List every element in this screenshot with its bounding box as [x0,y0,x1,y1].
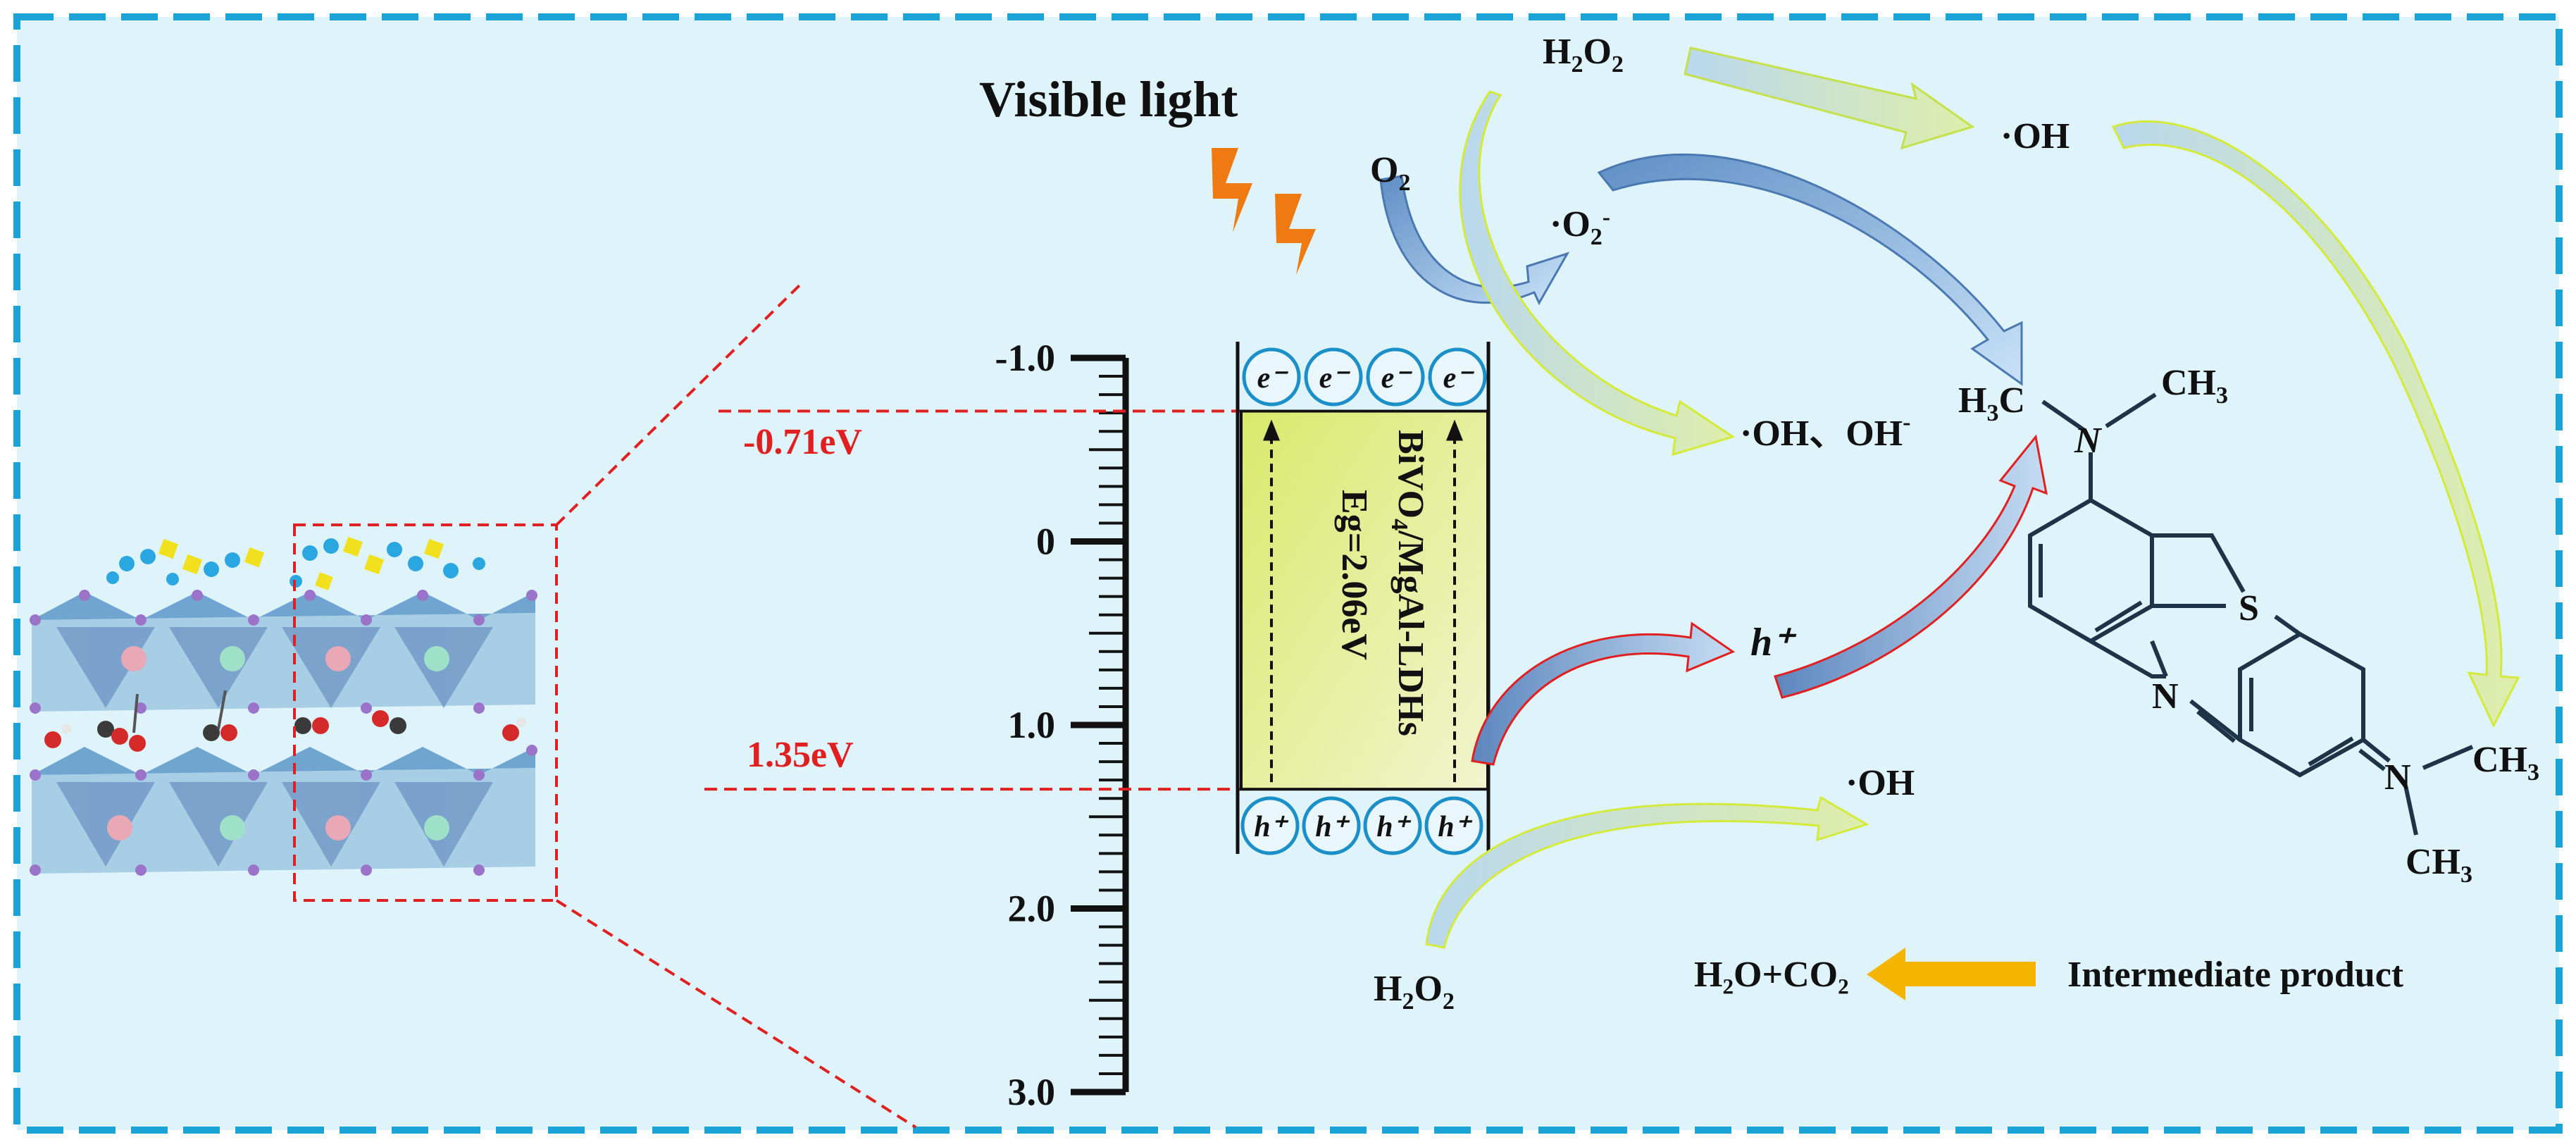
species-labels: H2O2 O2 ·O2- ·OH ·OH、OH- h⁺ ·OH H2O2 [1370,32,2070,1015]
o2-label: O2 [1370,150,1410,196]
hole-circle [1363,796,1422,855]
h3c-label: H3C [1958,380,2025,426]
zoom-box [293,523,558,902]
visible-light-title: Visible light [979,71,1238,128]
reaction-arrows [1379,46,2520,1000]
axis-tick-label: -1.0 [995,337,1055,379]
axis-tick-label: 2.0 [1008,888,1056,930]
electron-circle [1304,347,1363,407]
lightning-icon [1212,148,1252,232]
hole-row: h⁺ h⁺ h⁺ h⁺ [1240,796,1483,855]
zoom-line-top [555,284,801,526]
electron-circle [1242,347,1301,407]
oh-bottom-label: ·OH [1846,763,1915,803]
arrow-intermediate-to-product [1867,948,2036,1000]
electron-row: e⁻ e⁻ e⁻ e⁻ [1242,347,1487,407]
electron-symbol: e⁻ [1381,362,1413,395]
electron-circle [1428,347,1487,407]
arrow-h2o2-to-oh-mix [1459,90,1736,457]
arrow-o2-to-superoxide [1379,175,1570,306]
potential-axis: -1.0 0 1.0 2.0 3.0 [995,337,1129,1113]
h2o2-bottom-label: H2O2 [1374,969,1455,1015]
molecule-labels: H3C N CH3 S N N CH3 CH3 [1958,363,2539,888]
hole-symbol: h⁺ [1254,811,1288,843]
zoom-line-bottom [555,899,917,1129]
electron-symbol: e⁻ [1319,362,1351,395]
oh-mix-label: ·OH、OH- [1740,409,1910,454]
band-gap-box [1240,409,1489,791]
n-right-label: N [2384,757,2411,798]
product-label: H₂O+CO₂ [1694,955,1849,995]
band-gap-label: Eg=2.06eV [1334,490,1374,660]
hole-symbol: h⁺ [1315,811,1350,843]
methylene-blue-molecule [2028,392,2474,836]
axis-tick-label: 0 [1036,521,1055,563]
lightning-icon [1275,194,1316,275]
material-label: BiVO4/MgAl-LDHs [1386,430,1431,736]
arrow-oh-to-molecule [2111,120,2520,728]
axis-tick-label: 3.0 [1008,1071,1056,1113]
arrow-hole-to-h [1471,621,1736,766]
n-top-label: N [2074,421,2103,461]
intermediate-label: Intermediate product [2067,955,2404,995]
electron-symbol: e⁻ [1443,362,1475,395]
arrow-h-to-molecule [1774,434,2048,699]
hole-product-label: h⁺ [1750,621,1797,664]
arrow-superoxide-to-molecule [1597,154,2023,386]
arrow-h2o2-to-oh-bottom [1425,795,1869,949]
hole-circle [1302,796,1361,855]
ldh-structure-illustration [30,536,537,876]
sulfur-label: S [2239,588,2259,628]
h2o2-top-label: H2O2 [1543,32,1624,78]
ring-nitrogen-label: N [2152,676,2179,717]
electron-circle [1366,347,1425,407]
hole-circle [1240,796,1300,855]
axis-tick-label: 1.0 [1008,704,1056,746]
hole-symbol: h⁺ [1376,811,1411,843]
band-structure: BiVO4/MgAl-LDHs Eg=2.06eV [1236,342,1491,854]
ch3-top-label: CH3 [2161,363,2228,409]
hole-symbol: h⁺ [1438,811,1472,843]
cb-energy-label: -0.71eV [743,422,862,462]
superoxide-label: ·O2- [1550,204,1610,250]
electron-symbol: e⁻ [1257,362,1289,395]
oh-top-label: ·OH [2001,116,2070,156]
vb-energy-label: 1.35eV [747,735,854,775]
hole-circle [1424,796,1483,855]
ch3-right-label: CH3 [2472,740,2539,786]
arrow-h2o2-to-oh [1684,46,1975,150]
ch3-bottom-label: CH3 [2406,842,2472,888]
